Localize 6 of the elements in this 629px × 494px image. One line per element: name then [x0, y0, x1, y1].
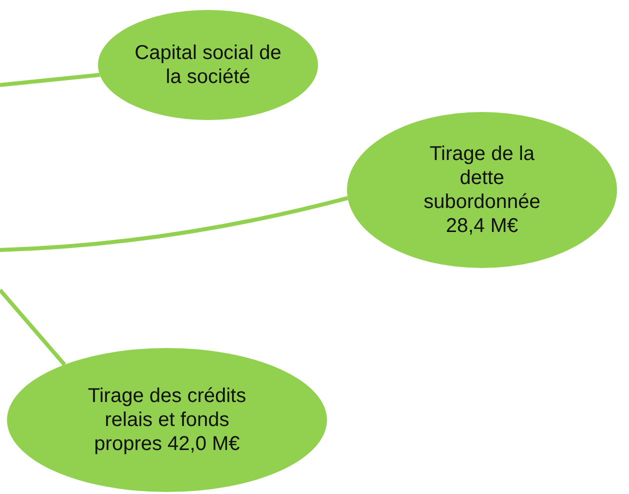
- connector-line: [0, 196, 348, 252]
- node-label: Tirage des crédits relais et fonds propres 42,0 M€: [87, 384, 247, 456]
- node-label: Capital social de la société: [134, 41, 282, 89]
- connector-line: [0, 288, 66, 366]
- connector-line: [0, 72, 100, 87]
- node-label: Tirage de la dette subordonnée 28,4 M€: [422, 142, 542, 238]
